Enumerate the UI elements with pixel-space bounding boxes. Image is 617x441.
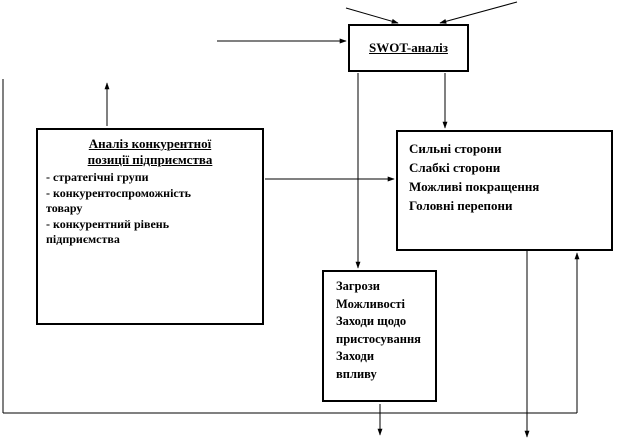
external-item: Загрози xyxy=(336,279,380,293)
competitive-title-line1: Аналіз конкурентної xyxy=(88,136,212,151)
external-item: Заходи щодо xyxy=(336,314,407,328)
competitive-item: підприємства xyxy=(46,232,120,246)
competitive-item: товару xyxy=(46,201,83,215)
internal-item: Головні перепони xyxy=(409,198,513,213)
competitive-analysis-box: Аналіз конкурентної позиції підприємства… xyxy=(36,128,264,325)
external-item: впливу xyxy=(336,366,377,381)
arrow-top-right-to-swot xyxy=(439,1,518,24)
internal-item: Слабкі сторони xyxy=(409,160,501,175)
arrow-top-left-to-swot xyxy=(345,7,399,24)
internal-factors-box: Сильні сторони Слабкі сторони Можливі по… xyxy=(396,130,613,251)
internal-item: Сильні сторони xyxy=(409,141,502,156)
swot-label: SWOT-аналіз xyxy=(369,40,448,55)
external-item: пристосування xyxy=(336,331,421,346)
external-item: Можливості xyxy=(336,296,405,311)
competitive-item: - конкурентоспроможність xyxy=(46,185,191,200)
competitive-title-line2: позиції підприємства xyxy=(87,152,213,167)
internal-item: Можливі покращення xyxy=(409,179,540,194)
competitive-item: - конкурентний рівень xyxy=(46,216,170,231)
competitive-item: - стратегічні групи xyxy=(46,170,149,184)
external-item: Заходи xyxy=(336,349,375,363)
swot-analysis-box: SWOT-аналіз xyxy=(348,24,469,72)
competitive-items: - стратегічні групи - конкурентоспроможн… xyxy=(46,170,254,248)
external-factors-box: Загрози Можливості Заходи щодо пристосув… xyxy=(322,270,437,402)
